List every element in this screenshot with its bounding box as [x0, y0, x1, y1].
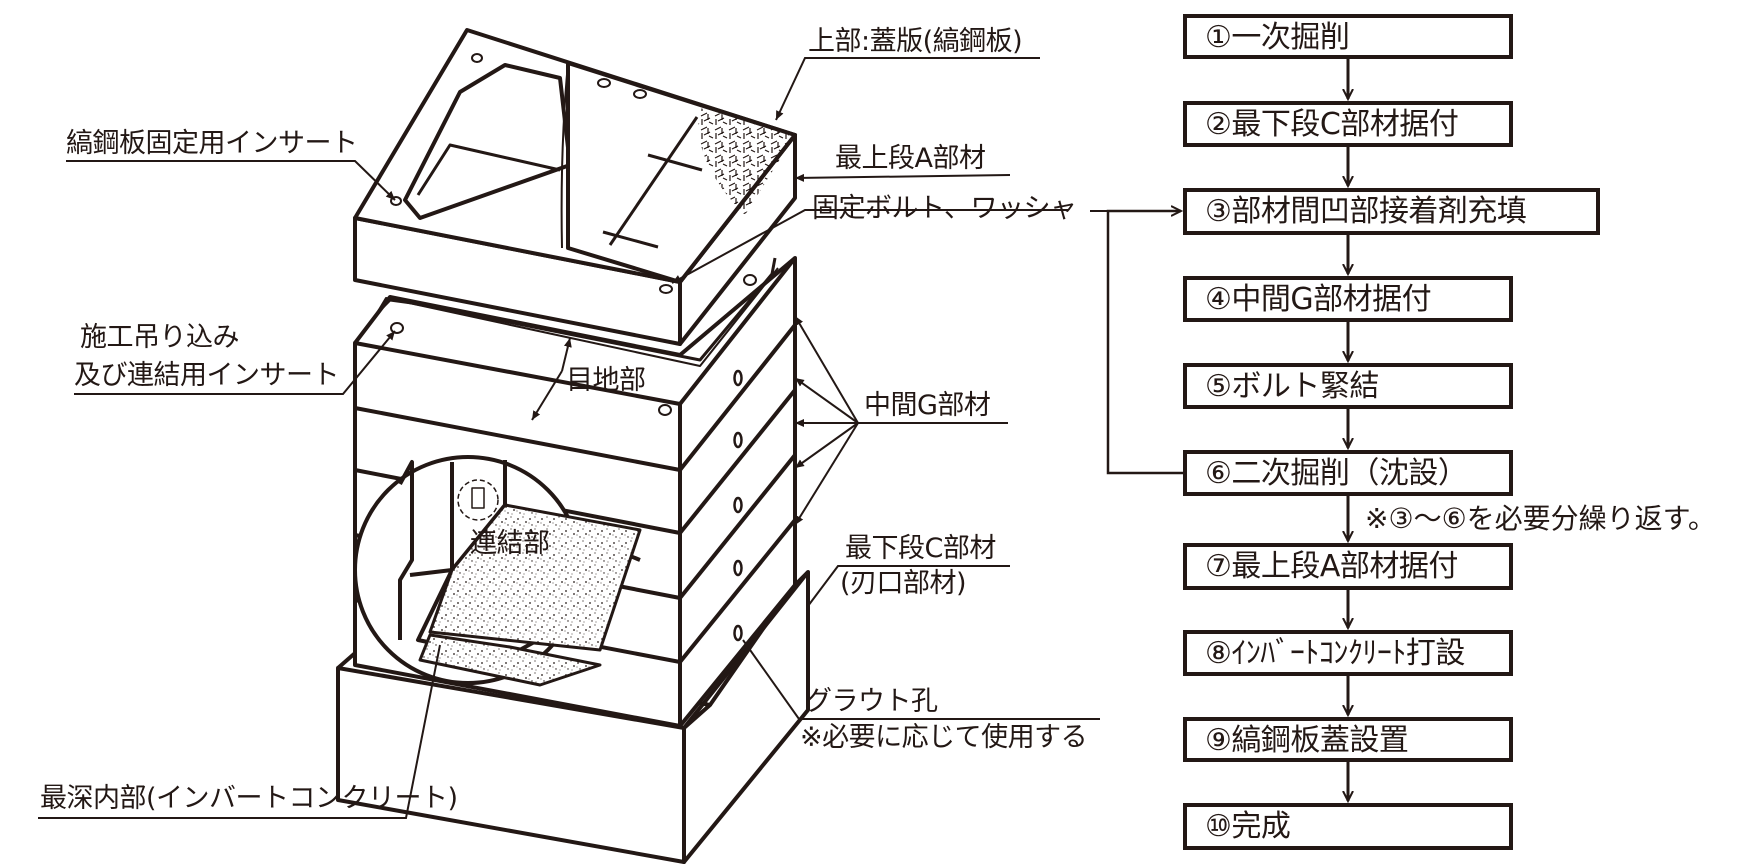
structure-drawing [336, 28, 810, 864]
flow-step-4: ④中間G部材据付 [1183, 276, 1513, 322]
flow-step-9: ⑨縞鋼板蓋設置 [1183, 717, 1513, 762]
label-middle-g-member: 中間G部材 [864, 390, 991, 421]
flow-step-5: ⑤ボルト緊結 [1183, 363, 1513, 409]
checker-plate-lid [560, 61, 797, 294]
leader-lines [38, 57, 1100, 819]
label-bolt-washer: 固定ボルト、ワッシャ [812, 193, 1077, 224]
label-invert-concrete: 最深内部(インバートコンクリート) [40, 783, 458, 814]
label-lid: 上部:蓋版(縞鋼板) [808, 26, 1023, 57]
flow-step-3: ③部材間凹部接着剤充填 [1183, 188, 1600, 235]
flow-step-8: ⑧ｲﾝﾊﾞｰﾄｺﾝｸﾘｰﾄ打設 [1183, 630, 1513, 676]
repeat-note: ※③～⑥を必要分繰り返す。 [1365, 502, 1716, 535]
body-top-joint [353, 256, 797, 416]
flow-step-7: ⑦最上段A部材据付 [1183, 543, 1513, 590]
flow-step-1: ①一次掘削 [1183, 14, 1513, 59]
label-lifting-insert-2: 及び連結用インサート [74, 360, 340, 391]
label-bottom-c-member-2: (刃口部材) [840, 568, 967, 599]
label-grout-hole: グラウト孔 [805, 686, 938, 717]
label-checker-insert: 縞鋼板固定用インサート [66, 128, 358, 159]
flow-step-10: ⑩完成 [1183, 803, 1513, 850]
label-top-a-member: 最上段A部材 [835, 143, 986, 174]
flow-connectors [1090, 58, 1348, 801]
flow-step-6: ⑥二次掘削（沈設） [1183, 450, 1513, 496]
label-bottom-c-member-1: 最下段C部材 [845, 533, 996, 564]
repeat-loop-line [1106, 211, 1183, 475]
label-connection: 連結部 [470, 528, 550, 559]
label-grout-note: ※必要に応じて使用する [800, 722, 1088, 753]
flow-step-2: ②最下段C部材据付 [1183, 101, 1513, 147]
label-joint: 目地部 [566, 365, 646, 396]
cutaway-view [353, 455, 642, 687]
label-lifting-insert-1: 施工吊り込み [80, 322, 240, 353]
